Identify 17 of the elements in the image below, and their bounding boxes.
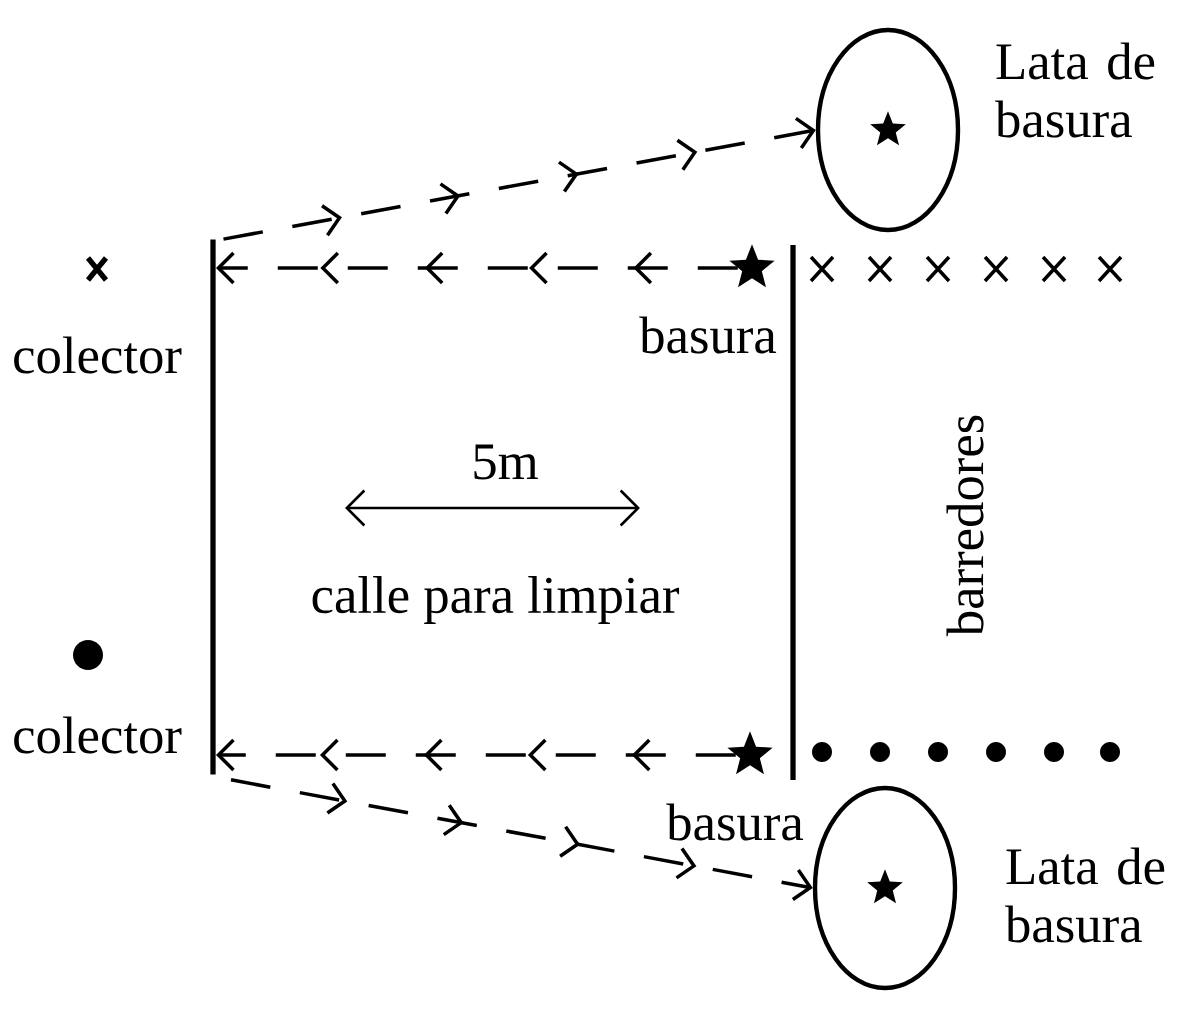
node-label: basura	[666, 803, 804, 841]
dashed-arrow	[216, 251, 738, 285]
node-label: Lata de basura	[1005, 847, 1165, 943]
text-label: 5m	[474, 444, 538, 480]
text-label: colector	[14, 716, 182, 754]
dashed-arrow	[216, 738, 736, 772]
node-label: Lata de basura	[995, 42, 1155, 138]
trash-can: Lata de basura	[812, 785, 1165, 991]
text-label: colector	[14, 336, 182, 374]
node-label: basura	[639, 316, 777, 354]
trash-can: Lata de basura	[815, 27, 1155, 233]
text-label: barredores	[946, 415, 984, 637]
dashed-arrow	[223, 116, 816, 241]
trash-star: basura	[666, 731, 804, 841]
text-label: calle para limpiar	[312, 576, 680, 624]
dashed-arrow	[230, 778, 813, 901]
trash-star: basura	[639, 244, 777, 354]
